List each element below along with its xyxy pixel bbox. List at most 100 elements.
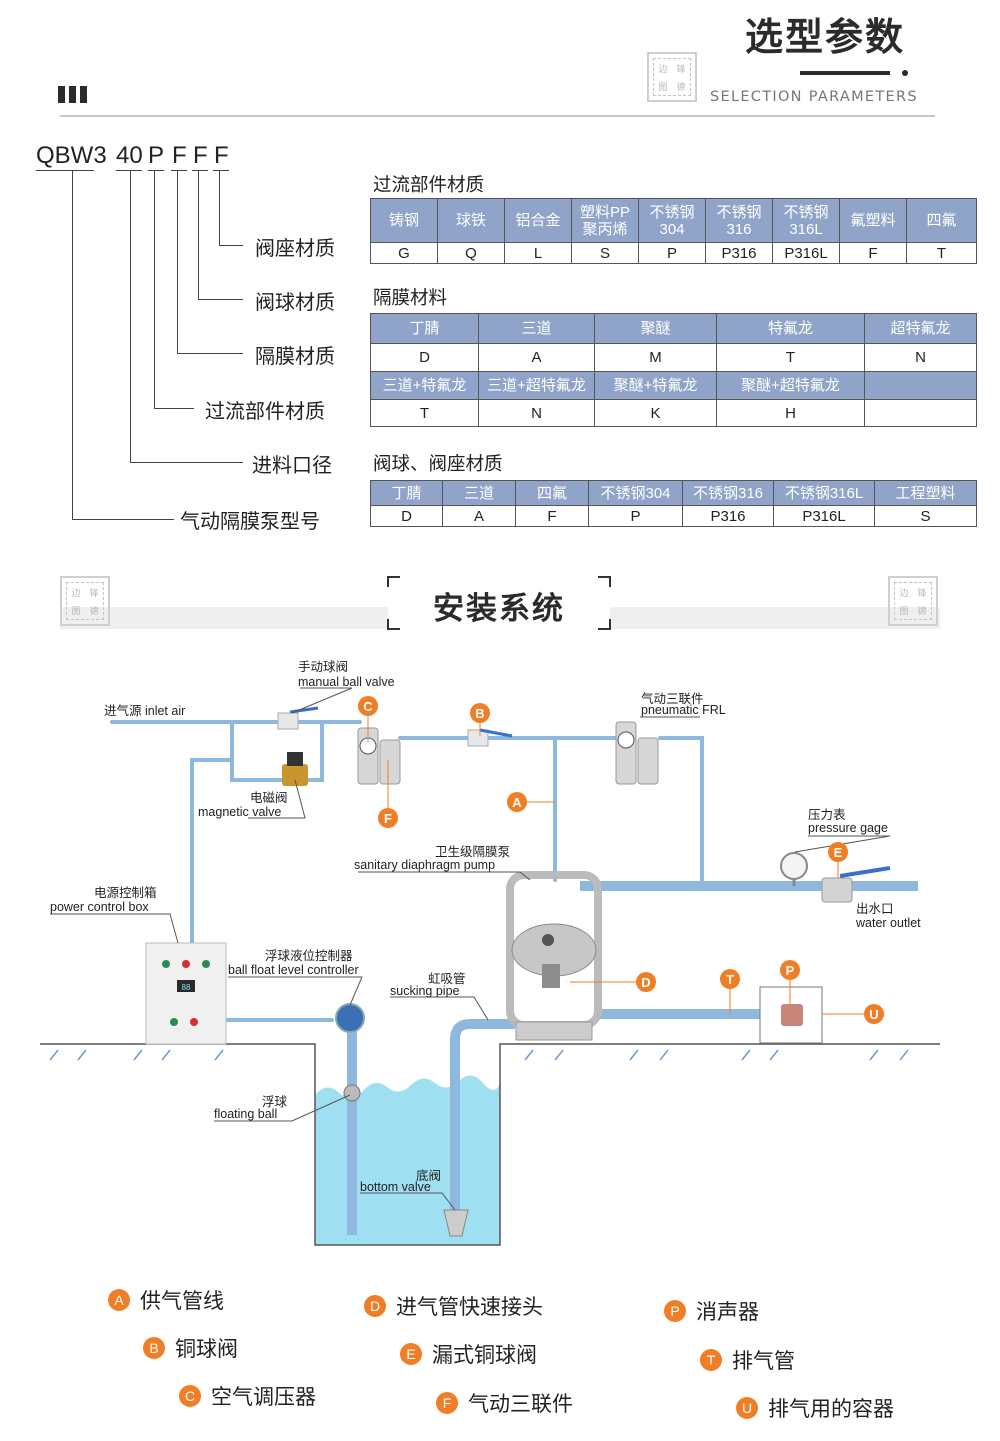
ground-line: [40, 1043, 940, 1246]
seal-char: 锋: [917, 588, 927, 599]
table-cell: S: [874, 505, 977, 527]
label-membrane: 隔膜材质: [255, 344, 335, 368]
table-header: 塑料PP 聚丙烯: [571, 198, 639, 243]
ball-seat-table: 丁腈 三道 四氟 不锈钢304 不锈钢316 不锈钢316L 工程塑料 D A …: [370, 480, 977, 527]
seal-char: 锋: [676, 64, 686, 75]
seal-char: 锋: [89, 588, 99, 599]
table-header: [864, 371, 977, 400]
floating-ball-icon: [343, 1084, 361, 1102]
table-membrane-caption: 隔膜材料: [373, 288, 448, 309]
table-header: 氟塑料: [839, 198, 907, 243]
legend-badge: U: [736, 1397, 758, 1419]
marker-c: [358, 696, 378, 716]
legend-item: C 空气调压器: [179, 1381, 316, 1411]
label-flow: 过流部件材质: [205, 399, 325, 423]
underline: [192, 170, 208, 171]
section-title-box: [388, 577, 610, 629]
legend-badge: D: [364, 1295, 386, 1317]
table-header: 超特氟龙: [864, 313, 977, 344]
legend-item: A 供气管线: [108, 1285, 224, 1315]
connector-line: [130, 170, 131, 462]
marker-a: [507, 792, 527, 812]
label-manual-valve-en: manual ball valve: [298, 675, 395, 689]
connector-line: [72, 519, 174, 520]
label-float-ctrl-en: ball float level controller: [228, 963, 359, 977]
legend-badge: E: [400, 1343, 422, 1365]
legend-item: E 漏式铜球阀: [400, 1339, 537, 1369]
level-controller-icon: [335, 1003, 365, 1033]
box-display: 88: [182, 983, 191, 992]
label-seat: 阀座材质: [255, 236, 335, 260]
table-header: 聚醚+特氟龙: [594, 371, 717, 400]
legend-badge: P: [664, 1300, 686, 1322]
legend-text: 进气管快速接头: [396, 1295, 543, 1319]
model-code-ball: F: [193, 142, 208, 169]
legend-text: 漏式铜球阀: [432, 1343, 537, 1367]
label-outlet-en: water outlet: [855, 916, 921, 930]
label-gage-cn: 压力表: [808, 808, 846, 822]
marker-u: [864, 1004, 884, 1024]
table-header: 三道: [442, 480, 516, 506]
pressure-gage-icon: [780, 852, 808, 880]
flow-material-table: 铸钢 球铁 铝合金 塑料PP 聚丙烯 不锈钢 304 不锈钢 316 不锈钢 3…: [370, 198, 977, 264]
table-header: 三道+超特氟龙: [478, 371, 595, 400]
marker-c-text: C: [363, 699, 373, 714]
legend-item: B 铜球阀: [143, 1333, 238, 1363]
seal-logo: 边 锋 图 德: [888, 576, 938, 626]
table-header: 不锈钢316: [682, 480, 774, 506]
legend-badge: B: [143, 1337, 165, 1359]
title-dot: [902, 70, 908, 76]
underline: [171, 170, 187, 171]
marker-d-text: D: [641, 975, 650, 990]
label-float-ball-cn: 浮球: [262, 1095, 288, 1109]
table-header: 四氟: [906, 198, 977, 243]
model-code-series: QBW3: [36, 142, 107, 169]
table-cell: G: [370, 242, 438, 264]
table-cell: P316: [682, 505, 774, 527]
table-header: 特氟龙: [716, 313, 865, 344]
legend-text: 铜球阀: [175, 1337, 238, 1361]
underline: [116, 170, 142, 171]
table-header: 铝合金: [504, 198, 572, 243]
table-cell: P316: [705, 242, 773, 264]
seal-logo: 边 锋 图 德: [60, 576, 110, 626]
marker-a-text: A: [512, 795, 522, 810]
table-cell: M: [594, 343, 717, 372]
seal-char: 图: [899, 606, 909, 617]
label-box-en: power control box: [50, 900, 149, 914]
connector-line: [130, 462, 243, 463]
table-cell: T: [716, 343, 865, 372]
table-header: 三道+特氟龙: [370, 371, 479, 400]
legend-badge: A: [108, 1289, 130, 1311]
table-cell: A: [478, 343, 595, 372]
header-divider: [60, 115, 935, 117]
seal-char: 边: [658, 64, 668, 75]
table-cell: L: [504, 242, 572, 264]
seal-char: 边: [71, 588, 81, 599]
table-cell: T: [906, 242, 977, 264]
table-cell: P316L: [773, 505, 875, 527]
connector-line: [198, 170, 199, 299]
table-cell: K: [594, 399, 717, 427]
table-flow-caption: 过流部件材质: [373, 175, 485, 196]
label-magnetic-cn: 电磁阀: [250, 790, 288, 805]
label-float-ctrl-cn: 浮球液位控制器: [265, 948, 353, 963]
label-bottom-en: bottom valve: [360, 1180, 431, 1194]
connector-line: [219, 245, 243, 246]
marker-t-text: T: [726, 972, 734, 987]
table-ball-caption: 阀球、阀座材质: [373, 454, 503, 475]
title-underline: [800, 71, 890, 75]
label-magnetic-en: magnetic valve: [198, 805, 281, 819]
marker-b-text: B: [475, 706, 484, 721]
label-outlet-cn: 出水口: [856, 902, 894, 916]
connector-line: [154, 408, 194, 409]
legend-item: P 消声器: [664, 1296, 759, 1326]
page-title: 选型参数: [745, 15, 906, 59]
connector-line: [177, 170, 178, 353]
frl-unit-icon: [357, 727, 401, 785]
membrane-material-table: 丁腈 三道 聚醚 特氟龙 超特氟龙 D A M T N 三道+特氟龙 三道+超特…: [370, 313, 977, 427]
magnetic-valve-icon: [282, 764, 308, 786]
ball-valve-icon: [467, 729, 489, 747]
label-box-cn: 电源控制箱: [94, 885, 157, 900]
table-header: 不锈钢 316L: [772, 198, 840, 243]
